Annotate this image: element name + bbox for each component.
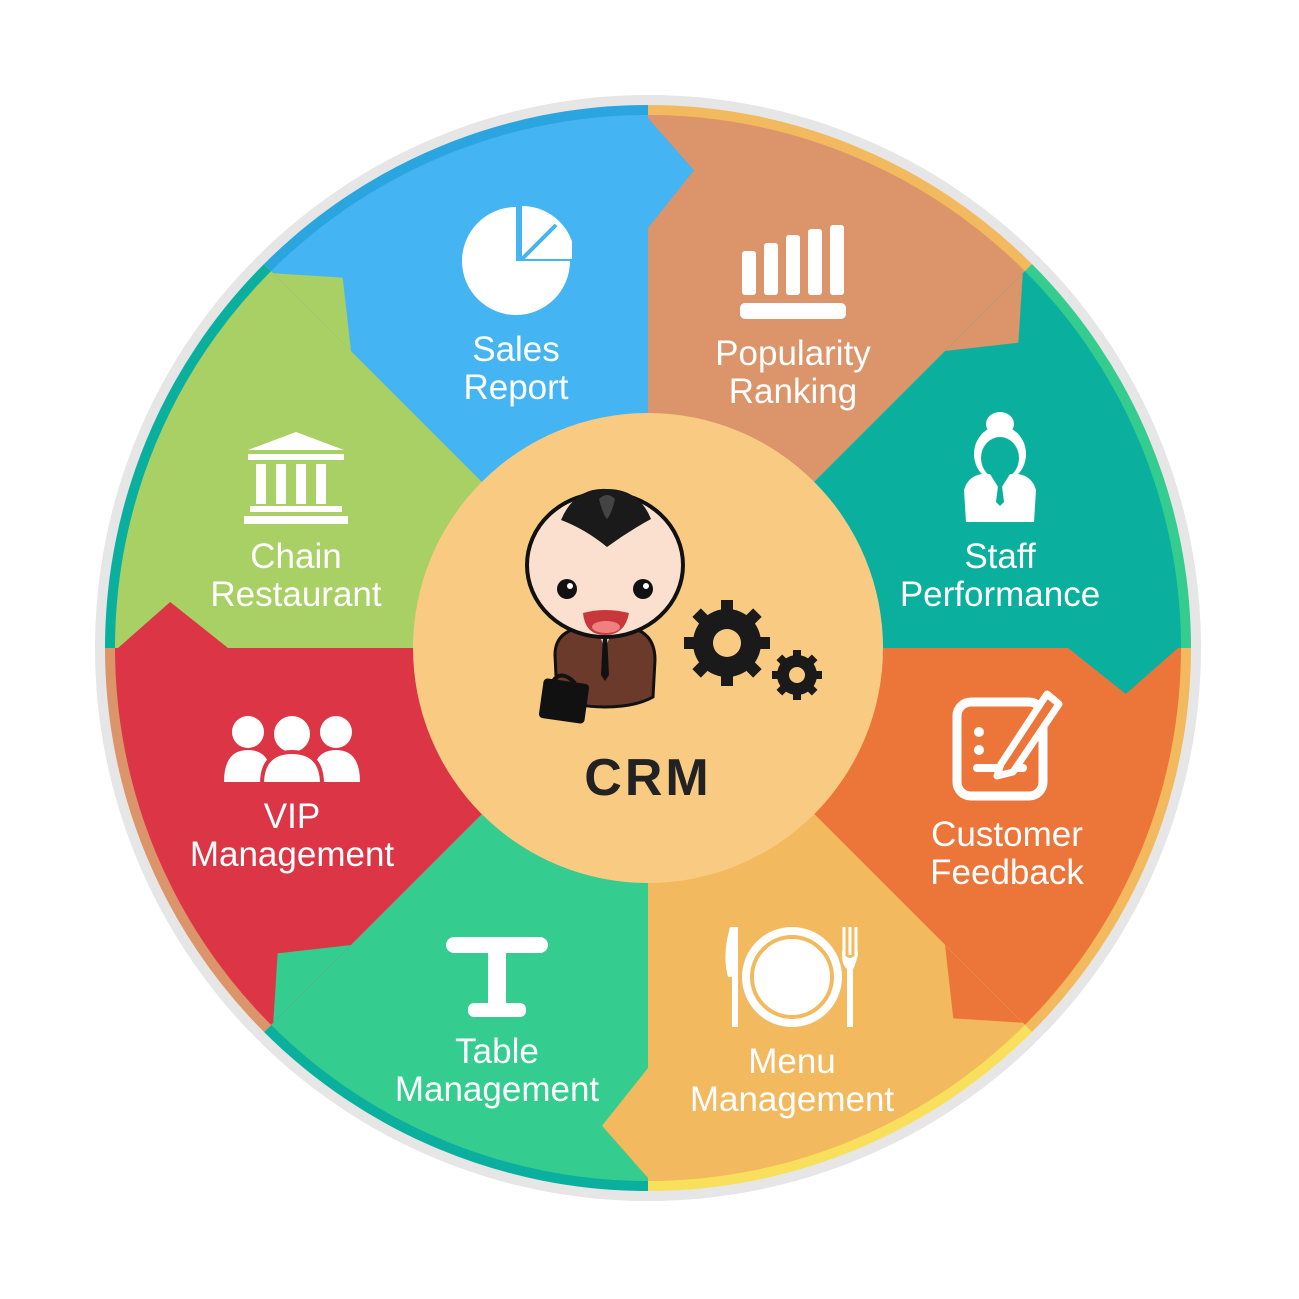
gear-tooth <box>721 674 733 686</box>
table-icon <box>446 937 548 1017</box>
segment-label-line2: Management <box>689 1080 895 1119</box>
arrowhead-chain-restaurant <box>273 273 352 352</box>
segment-label-line2: Restaurant <box>210 575 382 614</box>
staff-person-icon <box>964 412 1036 522</box>
segment-label-line1: Staff <box>964 537 1036 576</box>
arrowhead-staff-performance <box>1068 648 1178 695</box>
segment-label-line2: Ranking <box>728 372 858 411</box>
segment-label-line1: VIP <box>263 797 321 836</box>
gear-tooth <box>793 650 801 658</box>
segment-customer-feedback[interactable]: Customer Feedback <box>877 688 1137 892</box>
gears-icon <box>684 600 822 700</box>
gear-tooth <box>758 637 770 649</box>
segment-label-line1: Customer <box>931 815 1083 854</box>
pie-chart-icon <box>462 206 572 315</box>
segment-label-line1: Popularity <box>715 334 871 373</box>
edit-note-icon <box>952 690 1063 801</box>
arrowhead-vip-management <box>118 601 228 648</box>
arrowhead-sales-report <box>648 118 695 228</box>
segment-vip-management[interactable]: VIP Management <box>162 712 422 874</box>
segment-label-line2: Management <box>189 835 395 874</box>
bar-chart-icon <box>740 225 846 319</box>
segment-label-line1: Menu <box>748 1042 836 1081</box>
segment-popularity-ranking[interactable]: Popularity Ranking <box>663 225 923 411</box>
gear-tooth <box>814 671 822 679</box>
arrowhead-table-management <box>273 944 352 1023</box>
segment-label-line1: Sales <box>472 330 560 369</box>
segment-label-line1: Chain <box>250 537 342 576</box>
segment-table-management[interactable]: Table Management <box>367 937 627 1109</box>
crm-mascot-illustration <box>525 488 822 724</box>
segment-staff-performance[interactable]: Staff Performance <box>870 410 1130 614</box>
segment-label-line2: Report <box>463 368 569 407</box>
group-users-icon <box>224 712 360 784</box>
segment-chain-restaurant[interactable]: Chain Restaurant <box>166 432 426 614</box>
segment-label-line2: Feedback <box>930 853 1084 892</box>
arrowhead-popularity-ranking <box>944 273 1023 352</box>
businessman-icon <box>525 488 685 724</box>
arrowhead-menu-management <box>601 1068 648 1178</box>
segment-label-line1: Table <box>455 1032 539 1071</box>
arrowhead-customer-feedback <box>944 944 1023 1023</box>
segment-sales-report[interactable]: Sales Report <box>386 205 646 407</box>
gear-tooth <box>772 671 780 679</box>
segment-label-line2: Performance <box>899 575 1101 614</box>
gear-tooth <box>721 600 733 612</box>
plate-cutlery-icon <box>725 927 858 1027</box>
segment-menu-management[interactable]: Menu Management <box>662 925 922 1119</box>
center-title: CRM <box>584 749 712 807</box>
segment-label-line2: Management <box>394 1070 600 1109</box>
gear-tooth <box>793 692 801 700</box>
bank-building-icon <box>244 432 348 524</box>
gear-tooth <box>684 637 696 649</box>
